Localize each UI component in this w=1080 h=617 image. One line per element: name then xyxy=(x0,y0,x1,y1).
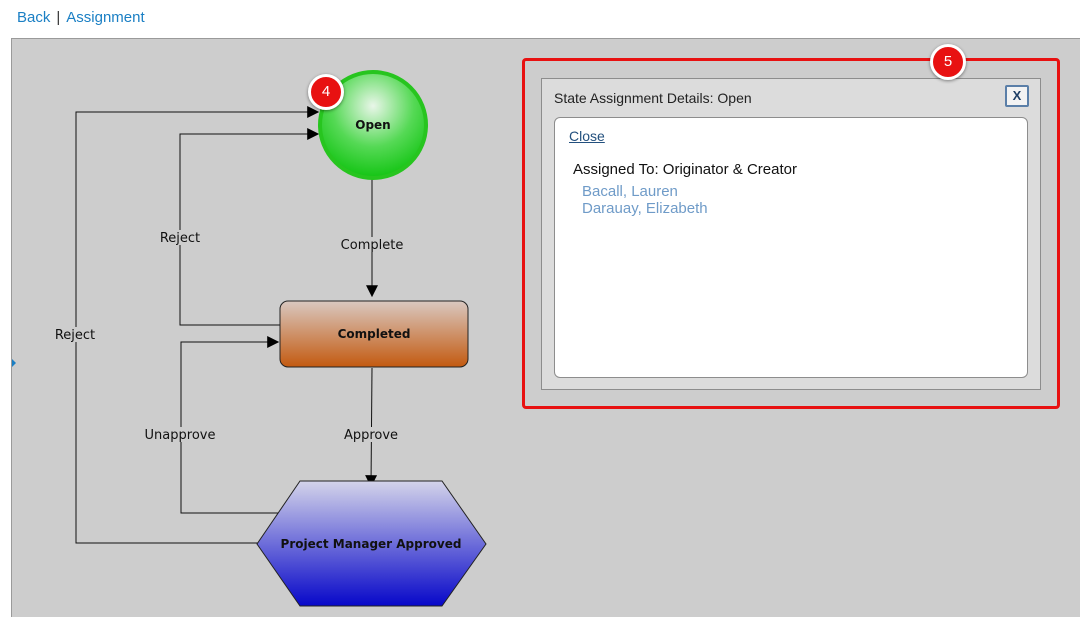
close-button[interactable]: X xyxy=(1005,85,1029,107)
label-complete: Complete xyxy=(341,238,404,253)
panel-body: Close Assigned To: Originator & Creator … xyxy=(554,117,1028,378)
collapse-handle-icon[interactable] xyxy=(12,359,16,367)
back-link[interactable]: Back xyxy=(17,9,51,26)
assignee-item[interactable]: Darauay, Elizabeth xyxy=(582,200,708,217)
close-link[interactable]: Close xyxy=(569,128,605,144)
assignment-link[interactable]: Assignment xyxy=(66,9,145,26)
step-badge-5: 5 xyxy=(930,44,966,80)
state-pm-approved[interactable]: Project Manager Approved xyxy=(256,480,487,607)
step-badge-4: 4 xyxy=(308,74,344,110)
panel-title: State Assignment Details: Open xyxy=(554,90,752,106)
state-pm-approved-label: Project Manager Approved xyxy=(281,537,462,551)
assigned-to-label: Assigned To: Originator & Creator xyxy=(573,161,797,178)
label-unapprove: Unapprove xyxy=(145,428,216,443)
label-reject-inner: Reject xyxy=(160,231,200,246)
assignee-list: Bacall, Lauren Darauay, Elizabeth xyxy=(582,183,708,217)
breadcrumb: Back | Assignment xyxy=(17,9,145,26)
state-completed[interactable]: Completed xyxy=(279,300,469,368)
breadcrumb-separator: | xyxy=(56,9,61,26)
edge-reject-inner xyxy=(179,128,320,326)
label-approve: Approve xyxy=(344,428,398,443)
state-assignment-panel: State Assignment Details: Open X Close A… xyxy=(541,78,1041,390)
assignee-item[interactable]: Bacall, Lauren xyxy=(582,183,678,200)
state-open-label: Open xyxy=(355,118,390,132)
state-completed-label: Completed xyxy=(338,327,411,341)
highlight-frame xyxy=(522,58,1060,409)
state-open[interactable]: Open xyxy=(318,70,428,180)
label-reject-outer: Reject xyxy=(55,328,95,343)
